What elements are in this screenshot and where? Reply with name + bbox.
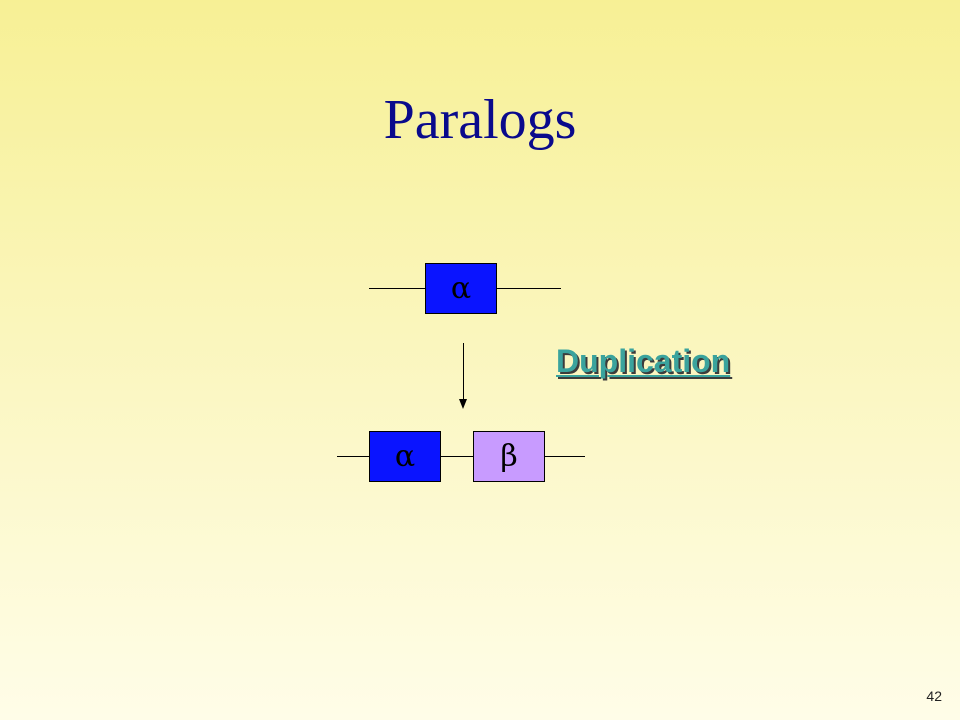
chromosome-line-top-right	[497, 288, 561, 289]
duplication-link[interactable]: Duplication	[556, 343, 731, 379]
chromosome-line-bottom-middle	[441, 456, 473, 457]
arrow-down-icon	[459, 399, 467, 409]
slide-title: Paralogs	[383, 89, 577, 151]
gene-box-alpha-original: α	[425, 263, 497, 314]
chromosome-line-bottom-right	[545, 456, 585, 457]
page-number: 42	[926, 688, 942, 704]
arrow-shaft	[463, 343, 464, 401]
gene-symbol-alpha: α	[450, 271, 472, 306]
gene-box-beta: β	[473, 431, 545, 482]
chromosome-line-bottom-left	[337, 456, 369, 457]
gene-symbol-alpha: α	[394, 439, 416, 474]
gene-symbol-beta: β	[500, 439, 518, 474]
chromosome-line-top-left	[369, 288, 425, 289]
gene-box-alpha-copy: α	[369, 431, 441, 482]
